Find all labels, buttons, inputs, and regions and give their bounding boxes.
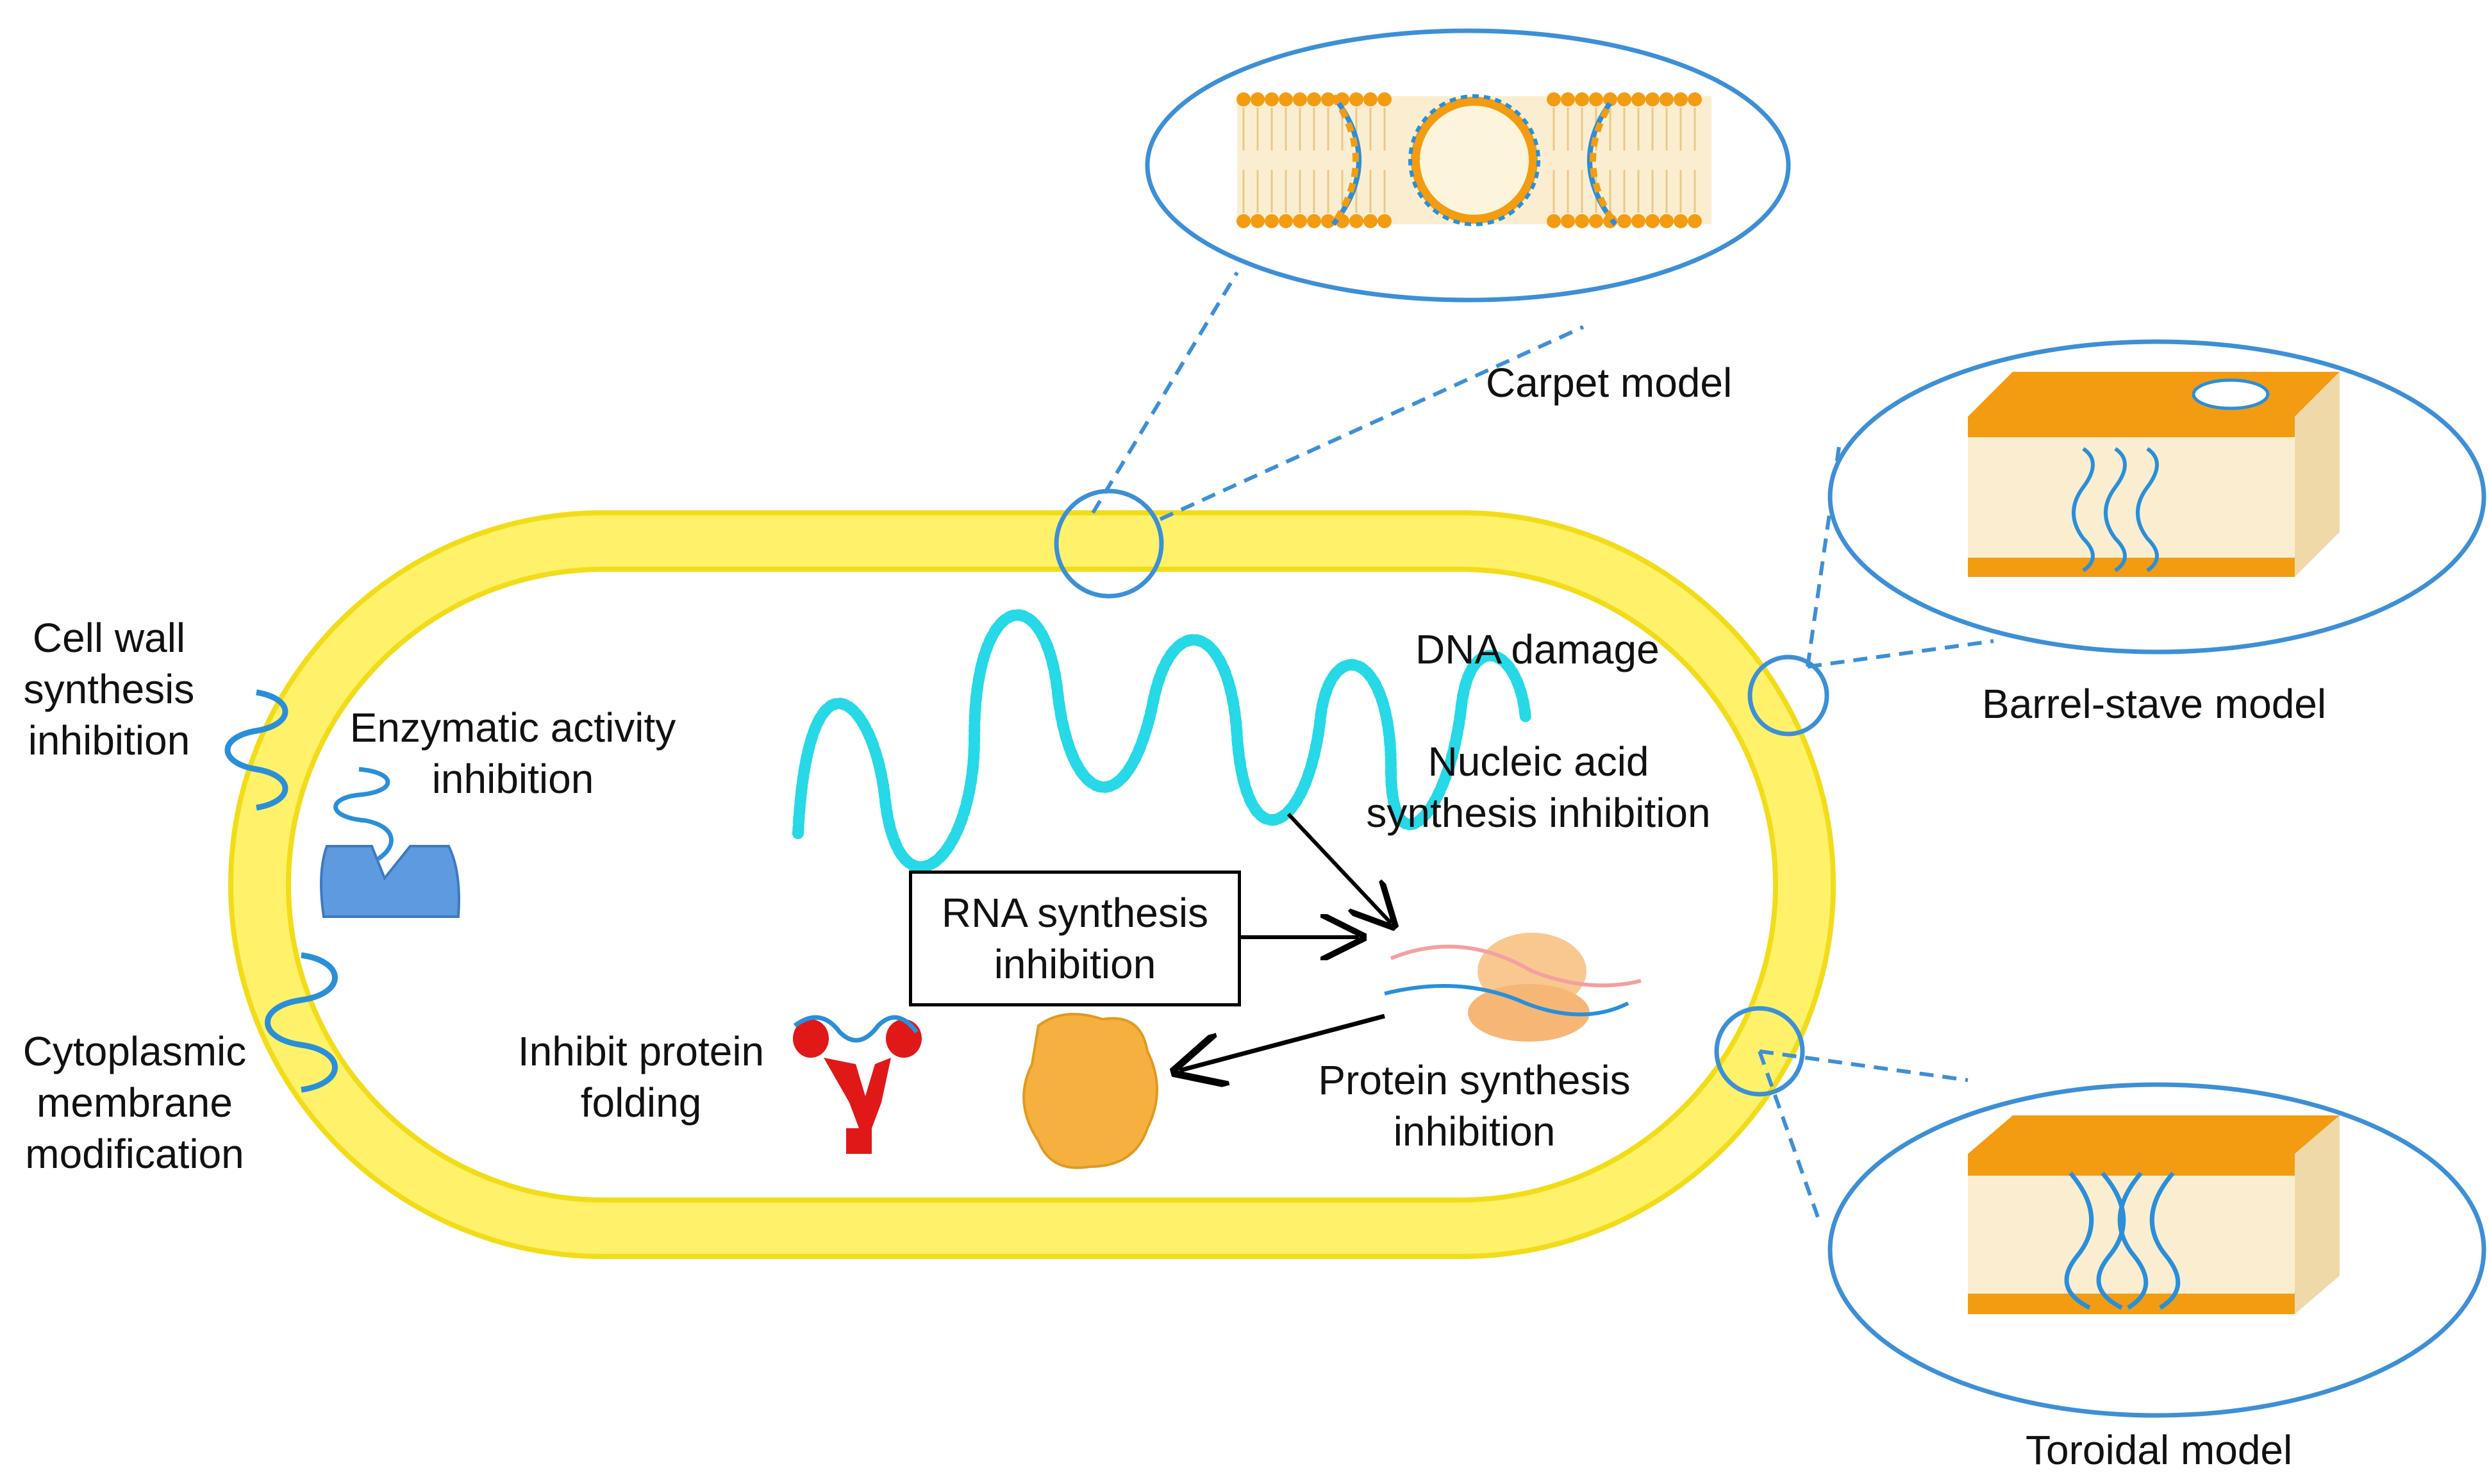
arrow-ribosome-to-protein [1179, 1013, 1385, 1071]
barrel-stave-icon [1968, 372, 2340, 577]
dna-damage-label: DNA damage [1415, 626, 1660, 672]
cytoplasmic-membrane-label: Cytoplasmic membrane modification [22, 1028, 247, 1177]
arrow-dna-to-ribosome [1286, 812, 1391, 923]
cell-wall-label: Cell wall synthesis inhibition [23, 615, 195, 763]
enzymatic-activity-label: Enzymatic activity inhibition [349, 704, 676, 802]
zoom-circle-toroidal [1714, 1006, 1805, 1097]
peptide-helix-icon [793, 1015, 919, 1043]
carpet-model-label: Carpet model [1486, 360, 1733, 406]
enzyme-icon [320, 845, 460, 918]
protein-synthesis-label: Protein synthesis inhibition [1318, 1057, 1631, 1155]
barrel-stave-label: Barrel-stave model [1982, 681, 2327, 727]
peptide-helix-icon [265, 952, 338, 1093]
nucleic-acid-label: Nucleic acid synthesis inhibition [1366, 738, 1711, 836]
zoom-circle-barrel [1747, 654, 1829, 737]
carpet-model-icon [1236, 92, 1711, 228]
toroidal-model-label: Toroidal model [2026, 1427, 2293, 1473]
rna-synthesis-box: RNA synthesis inhibition [909, 871, 1241, 1006]
peptide-helix-icon [333, 767, 394, 861]
inhibit-folding-label: Inhibit protein folding [517, 1028, 765, 1126]
peptide-helix-icon [224, 689, 288, 811]
ribosome-icon [1384, 933, 1642, 1042]
toroidal-icon [1968, 1115, 2340, 1314]
dna-strand-icon [792, 609, 1531, 873]
protein-aggregate-icon [1022, 1013, 1158, 1169]
zoom-circle-carpet [1054, 488, 1164, 599]
